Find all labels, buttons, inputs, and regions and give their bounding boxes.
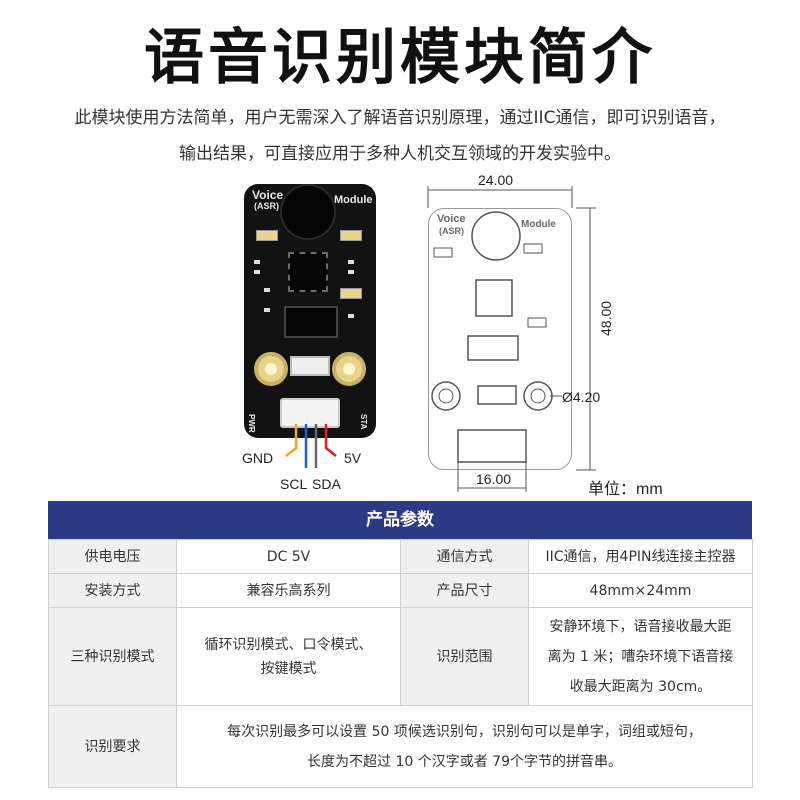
row1-key1: 供电电压 [48,539,177,574]
dim-width: 24.00 [478,172,514,188]
pad [348,260,354,264]
row2-key1: 安装方式 [48,573,177,608]
row3-val2: 安静环境下，语音接收最大距 离为 1 米；嘈杂环境下语音接 收最大距离为 30c… [528,607,753,706]
table-row: 识别要求 每次识别最多可以设置 50 项候选识别句，识别句可以是单字，词组或短句… [48,705,753,788]
wire-label-scl: SCL [280,476,308,492]
wire-label-5v: 5V [344,450,362,466]
row3-key1: 三种识别模式 [48,607,177,706]
row2-val2: 48mm×24mm [528,573,753,608]
drawing-label-module: Module [521,219,556,230]
pad [348,270,354,274]
wire-label-gnd: GND [242,450,274,466]
pad [348,314,354,318]
led-left [256,230,278,241]
row3-val1-line2: 按键模式 [260,660,317,677]
row3-key2: 识别范围 [400,607,529,706]
microphone [282,186,334,238]
table-header: 产品参数 [48,501,752,539]
table-row: 三种识别模式 循环识别模式、口令模式、 按键模式 识别范围 安静环境下，语音接收… [48,607,753,706]
led-lower [340,288,362,299]
board-label-voice: Voice [252,188,284,202]
main-chip [288,252,328,292]
unit-label: 单位：mm [588,481,663,498]
row4-key: 识别要求 [48,705,177,788]
spec-table: 供电电压 DC 5V 通信方式 IIC通信，用4PIN线连接主控器 安装方式 兼… [48,539,753,788]
wire-gnd [285,424,298,457]
dimension-drawing: Voice (ASR) Module [428,208,572,470]
dim-height: 48.00 [598,300,614,336]
row2-key2: 产品尺寸 [400,573,529,608]
wire-label-sda: SDA [312,476,341,492]
dim-connector: 16.00 [476,471,512,487]
dim-hole: Ø4.20 [562,389,601,405]
table-row: 安装方式 兼容乐高系列 产品尺寸 48mm×24mm [48,573,753,608]
connector [280,398,340,428]
pad [264,308,270,312]
row3-val2-line3: 收最大距离为 30cm。 [569,678,712,695]
intro-line-1: 此模块使用方法简单，用户无需深入了解语音识别原理，通过IIC通信，即可识别语音， [74,108,726,128]
pad [264,288,270,292]
board-label-asr: (ASR) [254,201,279,211]
row4-val: 每次识别最多可以设置 50 项候选识别句，识别句可以是单字，词组或短句， 长度为… [176,705,753,788]
row4-val-line1: 每次识别最多可以设置 50 项候选识别句，识别句可以是单字，词组或短句， [227,723,702,740]
row2-val1: 兼容乐高系列 [176,573,401,608]
row3-val1: 循环识别模式、口令模式、 按键模式 [176,607,401,706]
page-title: 语音识别模块简介 [144,23,656,93]
row3-val2-line1: 安静环境下，语音接收最大距 [549,618,732,635]
row4-val-line2: 长度为不超过 10 个汉字或者 79个字节的拼音串。 [307,753,622,770]
drawing-label-asr: (ASR) [439,226,464,236]
drawing-label-voice: Voice [437,213,466,225]
board-label-module: Module [334,194,373,206]
row3-val2-line2: 离为 1 米；嘈杂环境下语音接 [547,648,734,665]
pad [254,270,260,274]
led-right [340,230,362,241]
pad [254,260,260,264]
reset-button [290,356,330,376]
row3-val1-line1: 循环识别模式、口令模式、 [204,636,373,653]
table-row: 供电电压 DC 5V 通信方式 IIC通信，用4PIN线连接主控器 [48,539,753,574]
board-photo: Voice (ASR) Module PWR STA [244,184,376,438]
ic-chip [284,306,338,338]
mount-hole-left [254,352,288,386]
mount-hole-right [332,352,366,386]
wire-5v [324,424,337,457]
row1-val2: IIC通信，用4PIN线连接主控器 [528,539,753,574]
row1-val1: DC 5V [176,539,401,574]
row1-key2: 通信方式 [400,539,529,574]
intro-line-2: 输出结果，可直接应用于多种人机交互领域的开发实验中。 [179,144,621,164]
